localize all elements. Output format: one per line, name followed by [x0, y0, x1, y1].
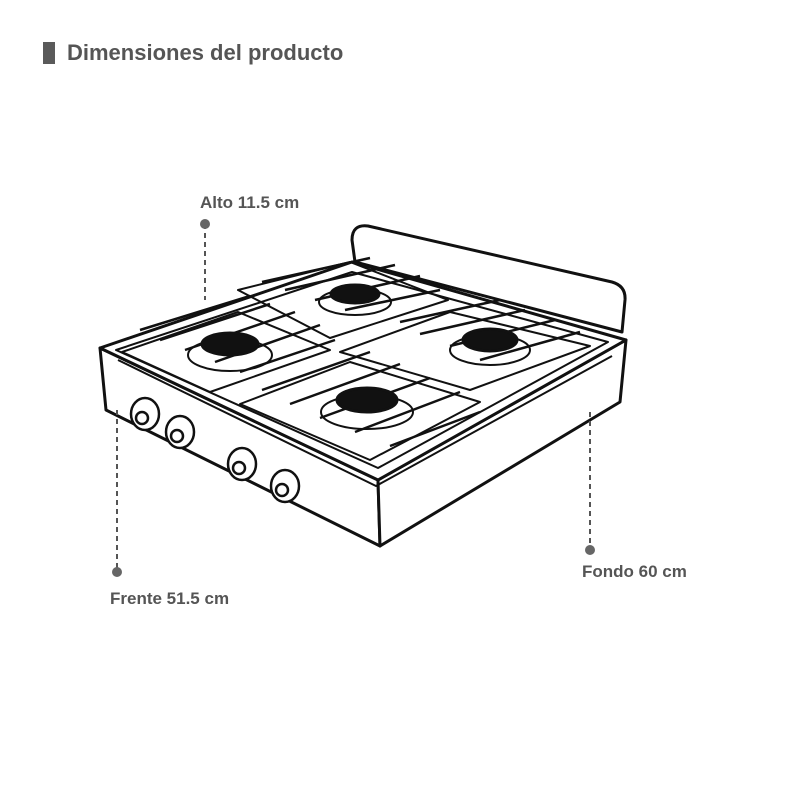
- panel-right: [339, 311, 591, 391]
- burners: [187, 283, 531, 430]
- fondo-dot: [585, 545, 595, 555]
- header-marker: [43, 42, 55, 64]
- fondo-label: Fondo 60 cm: [582, 562, 687, 581]
- page-title: Dimensiones del producto: [67, 40, 344, 65]
- alto-dot: [200, 219, 210, 229]
- knobs: [129, 396, 301, 504]
- frente-label: Frente 51.5 cm: [110, 589, 230, 608]
- panel-front: [239, 361, 481, 461]
- backsplash: [350, 224, 627, 334]
- frente-dot: [112, 567, 122, 577]
- section-header: Dimensiones del producto: [43, 40, 343, 66]
- alto-label: Alto 11.5 cm: [200, 193, 300, 212]
- panel-left: [121, 311, 331, 393]
